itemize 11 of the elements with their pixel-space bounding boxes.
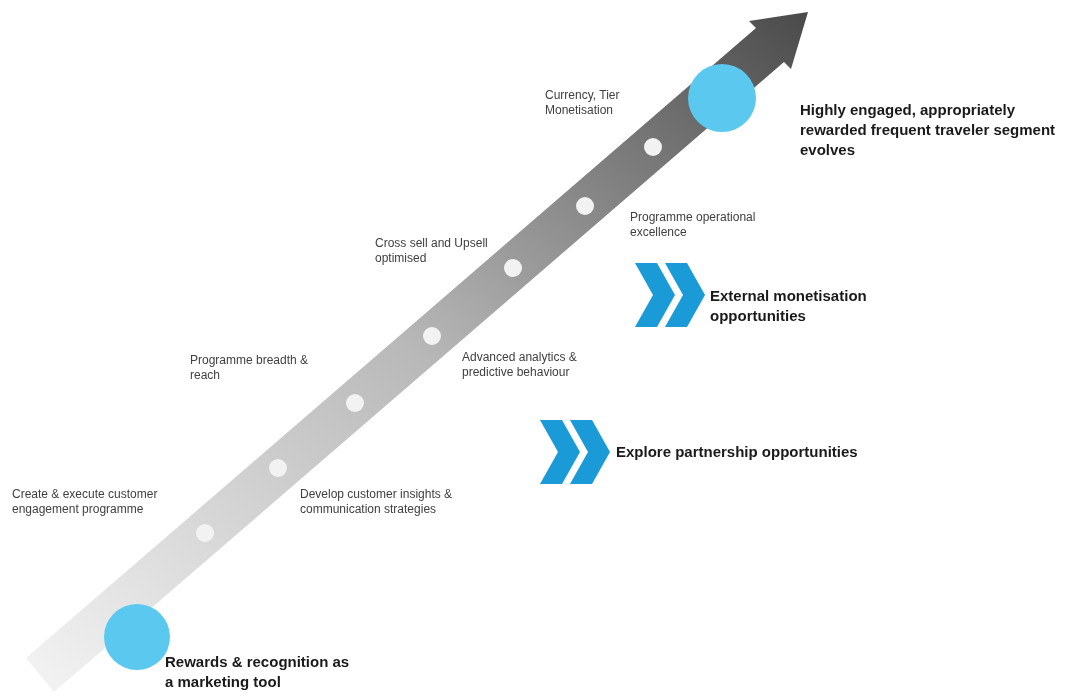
milestone-text: Create & execute customer engagement programme — [12, 487, 159, 517]
opportunity-text: Explore partnership opportunities — [616, 442, 859, 462]
milestone-heading: Highly engaged, appropriately rewarded frequent traveler segment evolves — [800, 100, 1057, 160]
opportunity-text: External monetisation opportunities — [710, 286, 868, 326]
milestone-text: Cross sell and Upsell optimised — [375, 236, 489, 266]
milestone-heading: Rewards & recognition as a marketing tool — [165, 652, 351, 692]
milestone-text: Develop customer insights & communication strategies — [300, 487, 454, 517]
milestone-text: Programme operational excellence — [630, 210, 757, 240]
milestone-text: Programme breadth & reach — [190, 353, 310, 383]
milestone-text: Currency, Tier Monetisation — [545, 88, 621, 118]
milestone-text: Advanced analytics & predictive behaviour — [462, 350, 578, 380]
